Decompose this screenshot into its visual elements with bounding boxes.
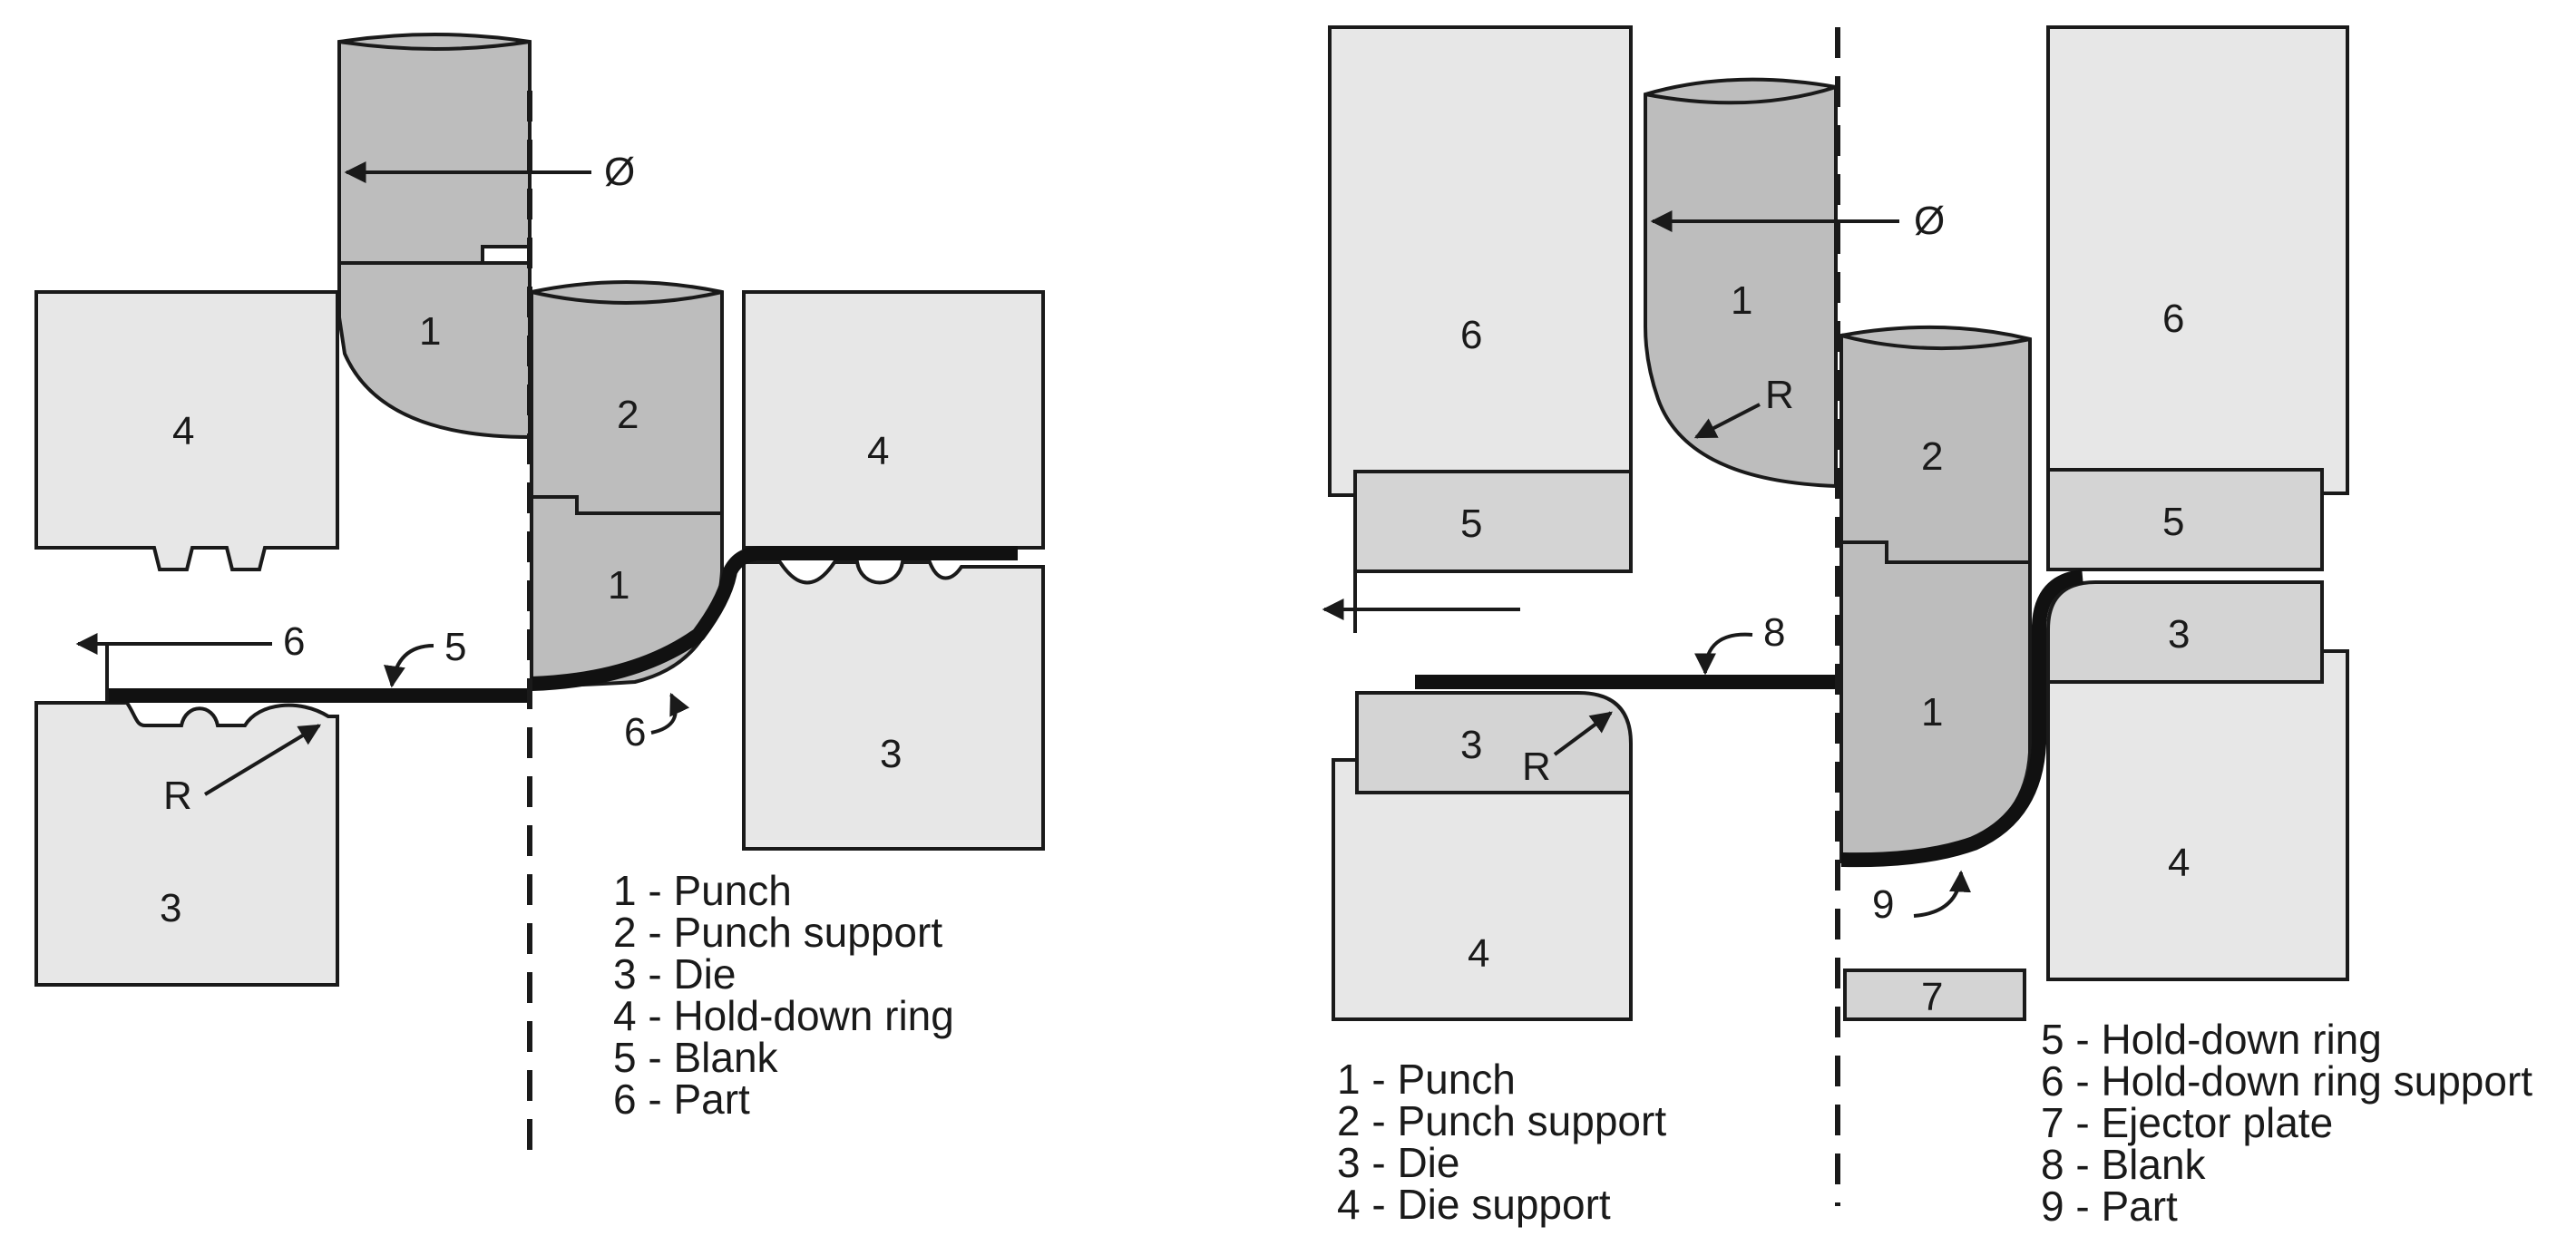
right-diagram: Ø R R 8 9 6 5 3 4 1 2 1 7 6 5 3 4 1 - Pu… (1322, 25, 2532, 1230)
left-diameter-label: Ø (604, 150, 635, 194)
right-die-left (1355, 691, 1633, 794)
left-label-holddown-right: 4 (867, 429, 889, 473)
left-holddown-ring-right (742, 290, 1045, 550)
right-legend-right-item-3: 7 - Ejector plate (2041, 1099, 2333, 1146)
right-die-support-left (1332, 758, 1633, 1021)
left-radius-label: R (163, 774, 192, 818)
right-blank-callout (1694, 632, 1753, 676)
right-part-sheet (1840, 569, 2084, 868)
left-part-dim-label: 6 (283, 619, 305, 664)
right-punch-upper-top (1644, 85, 1837, 105)
right-label-holddown-support-right: 6 (2162, 297, 2184, 341)
left-holddown-ring-left (34, 290, 339, 571)
left-punch-lower-body (337, 261, 532, 440)
left-label-punch-upper: 1 (419, 309, 441, 354)
right-radius-punch-arrow (1693, 403, 1761, 439)
left-label-punch-lower: 1 (608, 563, 629, 608)
right-part-label: 9 (1872, 882, 1894, 927)
right-label-die-support-left: 4 (1468, 931, 1489, 976)
right-label-ejector: 7 (1921, 975, 1943, 1019)
right-holddown-support-left (1328, 25, 1633, 497)
right-legend-right-item-4: 8 - Blank (2041, 1141, 2207, 1188)
right-legend-left-item-2: 2 - Punch support (1337, 1097, 1666, 1144)
left-punch-support-top (531, 290, 723, 305)
right-label-punch-support: 2 (1921, 434, 1943, 479)
left-label-die-left: 3 (160, 886, 181, 930)
left-die-left (34, 701, 339, 987)
left-legend-item-4: 4 - Hold-down ring (613, 992, 954, 1039)
right-label-punch-upper: 1 (1731, 278, 1752, 323)
right-label-holddown-left: 5 (1460, 501, 1482, 546)
right-blank-label: 8 (1763, 610, 1785, 655)
right-radius-punch-label: R (1765, 373, 1794, 417)
left-part-sheet (531, 546, 1018, 691)
left-punch-upper (337, 33, 532, 265)
left-label-punch-support: 2 (617, 393, 639, 437)
right-punch-upper (1644, 77, 1838, 489)
right-legend-right-item-1: 5 - Hold-down ring (2041, 1016, 2382, 1063)
right-label-die-left: 3 (1460, 723, 1482, 767)
right-holddown-ring-right (2046, 468, 2324, 571)
left-die-right (742, 560, 1045, 851)
left-legend-item-6: 6 - Part (613, 1076, 750, 1123)
left-legend-item-1: 1 - Punch (613, 867, 792, 914)
right-ejector-plate (1843, 969, 2026, 1021)
left-radius-arrow (203, 724, 322, 796)
right-punch-support-top (1840, 334, 2031, 351)
left-legend-item-5: 5 - Blank (613, 1034, 779, 1081)
right-part-callout (1913, 870, 1971, 918)
right-die-support-right (2046, 649, 2349, 981)
right-radius-die-arrow (1553, 711, 1613, 756)
right-holddown-support-right (2046, 25, 2349, 495)
right-label-punch-lower: 1 (1921, 690, 1943, 735)
left-blank-callout (384, 644, 434, 688)
right-label-holddown-support-left: 6 (1460, 313, 1482, 357)
right-holddown-ring-left (1353, 470, 1633, 573)
right-label-holddown-right: 5 (2162, 500, 2184, 544)
left-legend-item-3: 3 - Die (613, 950, 736, 998)
left-label-die-right: 3 (880, 732, 902, 776)
left-part-label: 6 (624, 710, 646, 754)
left-blank-label: 5 (444, 625, 466, 669)
right-legend-left-item-4: 4 - Die support (1337, 1181, 1611, 1228)
right-label-die-support-right: 4 (2168, 841, 2190, 885)
left-legend-item-2: 2 - Punch support (613, 909, 942, 956)
right-legend-left-item-1: 1 - Punch (1337, 1056, 1516, 1103)
left-label-holddown-left: 4 (172, 409, 194, 453)
right-label-die-right: 3 (2168, 612, 2190, 657)
right-legend-right-item-5: 9 - Part (2041, 1183, 2178, 1230)
right-radius-die-label: R (1522, 745, 1551, 789)
right-diameter-label: Ø (1914, 199, 1945, 243)
right-legend-right-item-2: 6 - Hold-down ring support (2041, 1057, 2532, 1105)
right-legend-left-item-3: 3 - Die (1337, 1139, 1459, 1186)
left-part-callout (650, 692, 690, 735)
left-punch-upper-top (338, 40, 531, 51)
